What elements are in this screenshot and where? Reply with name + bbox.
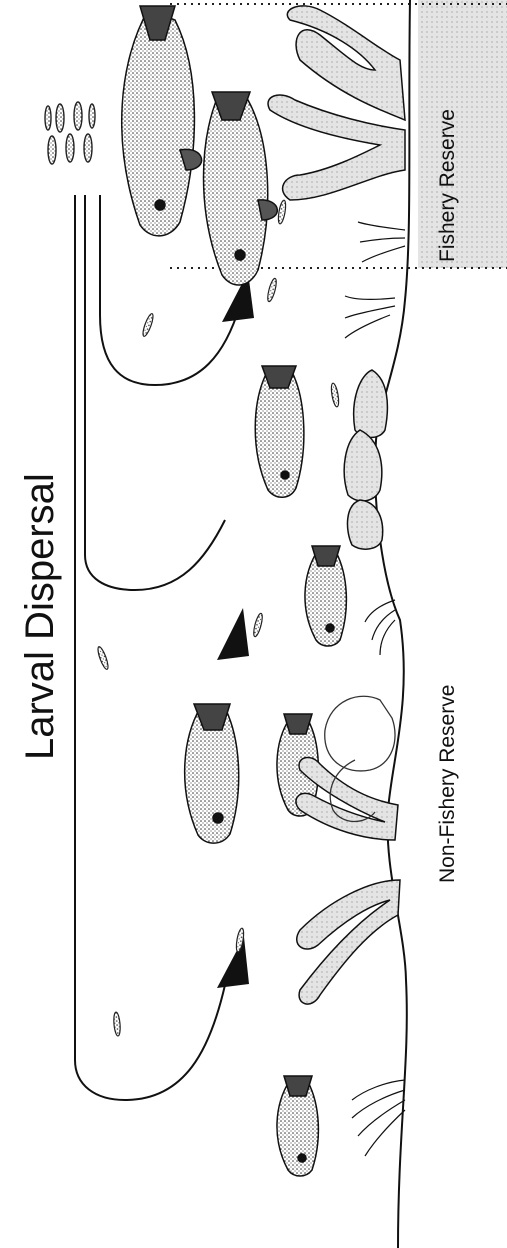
- larva-icon: [113, 1012, 121, 1036]
- larvae-cluster: [45, 102, 95, 164]
- non-fishery-reserve-label: Non-Fishery Reserve: [436, 685, 460, 883]
- larva-icon: [84, 134, 92, 162]
- adult-fish-icon: [255, 366, 304, 497]
- larva-icon: [96, 646, 110, 671]
- dispersal-loop-reserve: [85, 195, 225, 590]
- larva-icon: [252, 613, 264, 638]
- larva-icon: [141, 313, 155, 338]
- seagrass-icon: [345, 222, 405, 1156]
- larva-icon: [66, 134, 74, 162]
- diagram-title: Larval Dispersal: [18, 473, 63, 760]
- larva-icon: [45, 106, 51, 130]
- larva-icon: [266, 278, 278, 303]
- adult-fish-icon: [305, 546, 346, 646]
- larva-icon: [74, 102, 82, 130]
- larva-icon: [89, 104, 95, 128]
- adult-fish-icon: [185, 704, 239, 843]
- adult-fish-icon: [122, 6, 202, 236]
- larva-icon: [330, 383, 340, 408]
- dispersal-arrow-icon: [217, 937, 249, 988]
- adult-fish-icon: [277, 1076, 318, 1176]
- rock-icon: [344, 370, 387, 549]
- sea-floor: [375, 0, 410, 1248]
- dispersal-arrow-icon: [217, 608, 249, 660]
- larva-icon: [48, 136, 56, 164]
- coral-icon: [296, 757, 400, 1004]
- fishery-reserve-label: Fishery Reserve: [436, 109, 460, 262]
- reserve-zone: [418, 0, 507, 268]
- coral-icon: [268, 6, 405, 200]
- larva-icon: [277, 200, 287, 225]
- adult-fish-icon: [204, 92, 278, 285]
- larva-icon: [56, 104, 64, 132]
- dispersal-arrows: [217, 272, 254, 988]
- drifting-larvae: [96, 200, 340, 1037]
